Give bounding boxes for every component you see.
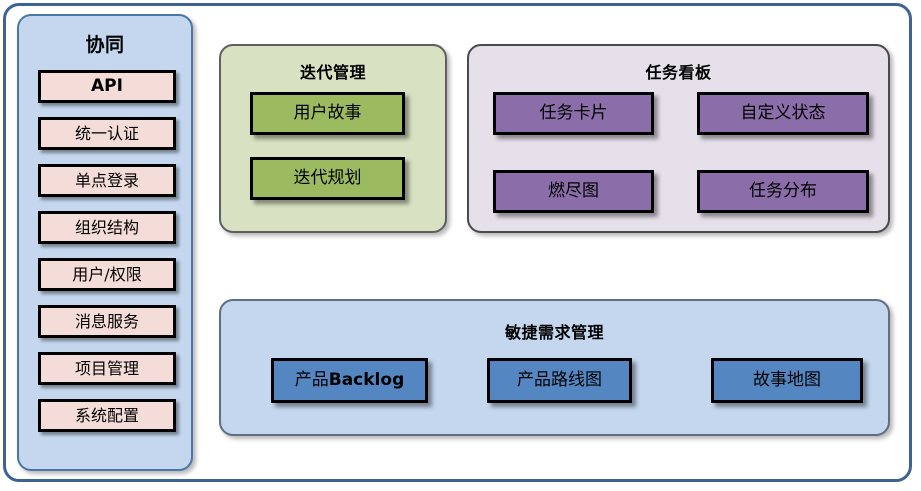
panel-task-board: 任务看板 任务卡片 自定义状态 燃尽图 任务分布 [467, 44, 890, 233]
box-product-backlog-label-latin: Backlog [328, 370, 405, 390]
box-burndown-chart[interactable]: 燃尽图 [493, 170, 654, 213]
board-panel-title: 任务看板 [645, 63, 712, 82]
box-user-story[interactable]: 用户故事 [250, 92, 405, 135]
agile-panel-title: 敏捷需求管理 [504, 323, 604, 342]
box-task-distribution[interactable]: 任务分布 [697, 170, 869, 213]
box-product-roadmap[interactable]: 产品路线图 [487, 358, 632, 403]
sidebar-item-user-permission[interactable]: 用户/权限 [38, 258, 176, 291]
box-story-map[interactable]: 故事地图 [711, 358, 863, 403]
sidebar-item-project-management[interactable]: 项目管理 [38, 352, 176, 385]
box-iteration-planning[interactable]: 迭代规划 [250, 157, 405, 200]
sidebar-item-org-structure[interactable]: 组织结构 [38, 211, 176, 244]
box-product-backlog-label-cjk: 产品 [294, 370, 329, 390]
sidebar-item-message-service[interactable]: 消息服务 [38, 305, 176, 338]
box-custom-status[interactable]: 自定义状态 [697, 92, 869, 135]
panel-iteration-management: 迭代管理 用户故事 迭代规划 [219, 44, 447, 233]
iteration-panel-title: 迭代管理 [299, 63, 366, 82]
sidebar-item-system-config[interactable]: 系统配置 [38, 399, 176, 432]
sidebar-panel-collaboration: 协同 API 统一认证 单点登录 组织结构 用户/权限 消息服务 项目管理 系统… [17, 14, 193, 471]
sidebar-item-unified-auth[interactable]: 统一认证 [38, 117, 176, 150]
sidebar-item-single-sign-on[interactable]: 单点登录 [38, 164, 176, 197]
sidebar-item-api[interactable]: API [38, 70, 176, 103]
sidebar-title: 协同 [85, 34, 125, 56]
box-task-card[interactable]: 任务卡片 [493, 92, 654, 135]
sidebar-item-list: API 统一认证 单点登录 组织结构 用户/权限 消息服务 项目管理 系统配置 [38, 70, 176, 446]
